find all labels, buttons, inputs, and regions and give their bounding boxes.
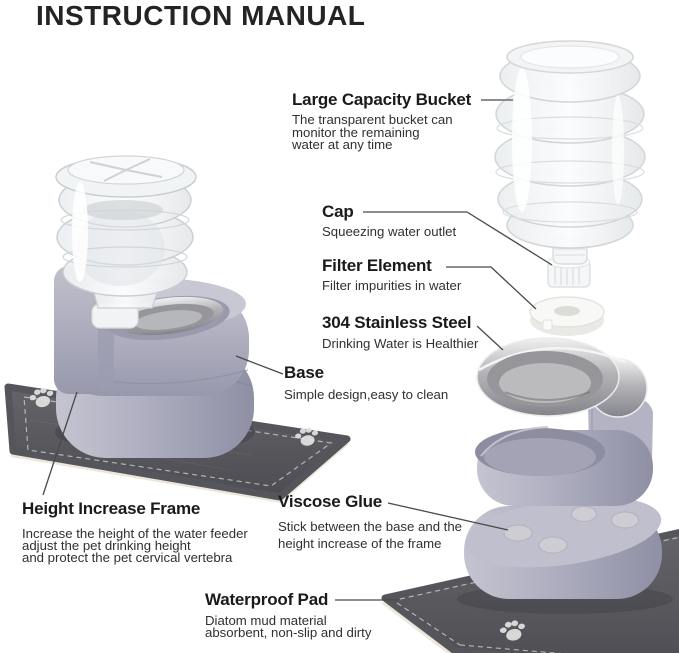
label-filter-element-desc: Filter impurities in water <box>322 278 462 293</box>
leader-cap <box>363 211 553 266</box>
desc-line: Squeezing water outlet <box>322 224 457 239</box>
label-viscose-glue: Viscose Glue Stick between the base and … <box>278 492 462 552</box>
label-cap-desc: Squeezing water outlet <box>322 224 457 239</box>
label-waterproof-pad-desc: Diatom mud material absorbent, non-slip … <box>205 613 372 641</box>
exploded-base <box>475 393 653 506</box>
label-stainless-steel-title: 304 Stainless Steel <box>322 313 472 332</box>
desc-line: and protect the pet cervical vertebra <box>22 549 233 565</box>
label-height-increase-frame-desc: Increase the height of the water feeder … <box>22 526 248 565</box>
label-base-desc: Simple design,easy to clean <box>284 387 449 402</box>
exploded-view-illustration <box>381 40 679 653</box>
desc-line: adjust the pet drinking height <box>22 537 191 553</box>
assembled-feeder-illustration <box>4 155 351 503</box>
label-stainless-steel: 304 Stainless Steel Drinking Water is He… <box>322 313 478 351</box>
leader-lines <box>42 99 553 601</box>
label-waterproof-pad: Waterproof Pad Diatom mud material absor… <box>205 590 371 640</box>
label-filter-element: Filter Element Filter impurities in wate… <box>322 256 461 293</box>
leader-steel <box>476 325 504 351</box>
label-large-capacity-bucket-title: Large Capacity Bucket <box>292 90 472 109</box>
desc-line: water at any time <box>292 137 393 153</box>
exploded-height-increase-frame <box>464 496 662 599</box>
left-bottle <box>55 155 197 329</box>
viscose-glue-pads <box>503 506 639 554</box>
exploded-steel-bowl <box>476 337 648 418</box>
leader-frame <box>42 391 78 496</box>
label-base: Base Simple design,easy to clean <box>284 363 448 402</box>
exploded-bucket <box>494 40 646 265</box>
label-waterproof-pad-title: Waterproof Pad <box>205 590 329 609</box>
label-stainless-steel-desc: Drinking Water is Healthier <box>322 336 479 351</box>
desc-line: Diatom mud material <box>205 613 327 628</box>
page-title: INSTRUCTION MANUAL <box>36 0 366 31</box>
desc-line: absorbent, non-slip and dirty <box>205 625 372 641</box>
label-base-title: Base <box>284 363 324 382</box>
leader-base <box>235 355 284 375</box>
desc-line: Simple design,easy to clean <box>284 387 449 402</box>
label-cap-title: Cap <box>322 202 354 221</box>
exploded-filter-element <box>529 296 605 336</box>
desc-line: monitor the remaining <box>292 124 420 140</box>
desc-line: Filter impurities in water <box>322 278 462 293</box>
leader-filter <box>446 266 537 310</box>
label-cap: Cap Squeezing water outlet <box>322 202 456 239</box>
label-height-increase-frame-title: Height Increase Frame <box>22 499 201 518</box>
label-large-capacity-bucket: Large Capacity Bucket The transparent bu… <box>292 90 471 152</box>
desc-line: Stick between the base and the <box>278 519 463 534</box>
desc-line: Drinking Water is Healthier <box>322 336 479 351</box>
label-viscose-glue-title: Viscose Glue <box>278 492 383 511</box>
leader-glue <box>387 502 509 531</box>
desc-line: Increase the height of the water feeder <box>22 526 248 541</box>
label-filter-element-title: Filter Element <box>322 256 432 275</box>
label-viscose-glue-desc: Stick between the base and the height in… <box>278 518 462 552</box>
label-height-increase-frame: Height Increase Frame Increase the heigh… <box>22 499 248 564</box>
label-large-capacity-bucket-desc: The transparent bucket can monitor the r… <box>292 112 471 153</box>
desc-line: height increase of the frame <box>278 536 442 551</box>
desc-line: The transparent bucket can <box>292 112 453 127</box>
